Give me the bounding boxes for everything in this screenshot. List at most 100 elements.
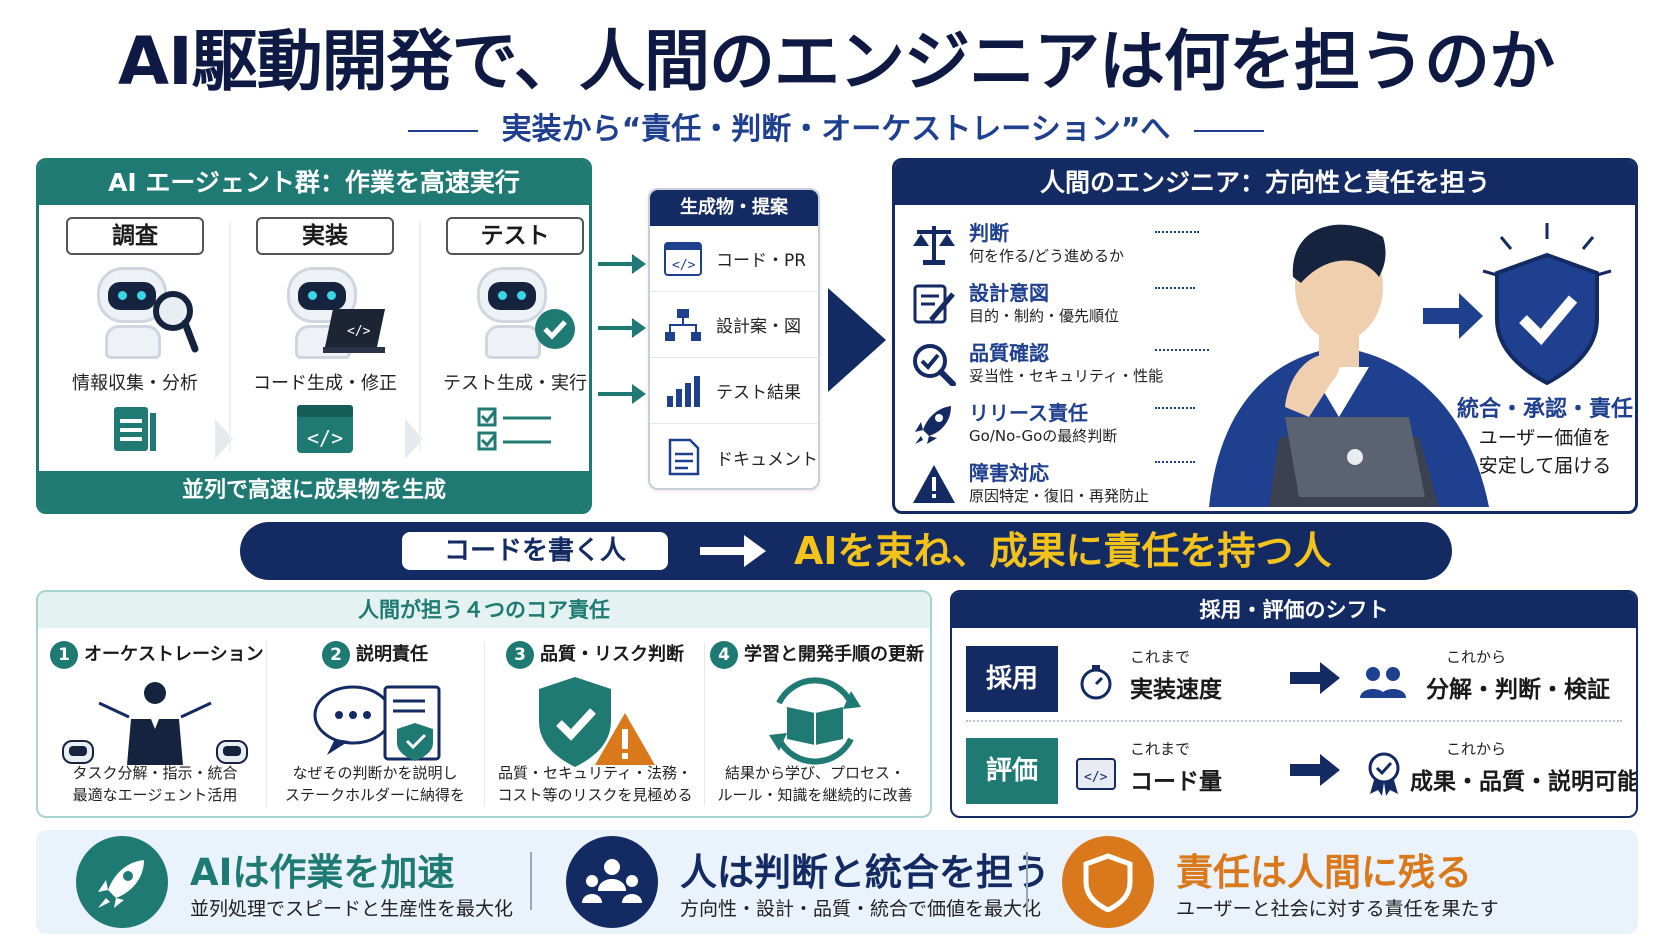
core-title: 説明責任 (356, 644, 428, 665)
core-title: 品質・リスク判断 (540, 644, 684, 665)
core-item-risk: 3 品質・リスク判断 品質・セキュリティ・法務・コスト等のリスクを見極める (490, 634, 700, 814)
people-icon (566, 836, 658, 928)
core-desc-line2: 最適なエージェント活用 (72, 786, 238, 804)
summary-sub: 方向性・設計・品質・統合で価値を最大化 (680, 898, 1042, 920)
subtitle-rule-left (407, 129, 478, 132)
hiring-row: 採用 これまで 実装速度 これから 分解・判断・検証 (966, 640, 1622, 718)
core-desc-line2: ステークホルダーに納得を (284, 786, 465, 804)
diagram-icon (664, 306, 702, 344)
result-line2: 安定して届ける (1478, 455, 1612, 477)
code-file-icon: </> (297, 405, 353, 453)
resp-judgment: 判断 何を作る/どう進めるか (911, 217, 1171, 273)
summary-sub: ユーザーと社会に対する責任を果たす (1176, 898, 1499, 920)
core-desc-line1: 結果から学び、プロセス・ (724, 764, 905, 782)
column-divider (229, 221, 231, 451)
core-header: 人間が担う４つのコア責任 (38, 592, 930, 628)
resp-title: 品質確認 (969, 341, 1049, 365)
outputs-header: 生成物・提案 (650, 190, 818, 226)
ai-step-caption: テスト生成・実行 (443, 373, 587, 394)
shield-icon (1062, 836, 1154, 928)
core-desc-line2: ルール・知識を継続的に改善 (717, 786, 913, 804)
hiring-header: 採用・評価のシフト (952, 592, 1636, 628)
page-subtitle: 実装から“責任・判断・オーケストレーション”へ (0, 104, 1672, 148)
human-panel-header: 人間のエンジニア：方向性と責任を担う (895, 161, 1635, 205)
output-label: ドキュメント (716, 449, 818, 470)
bar-chart-icon (664, 372, 702, 410)
ai-step-tag: テスト (446, 217, 584, 255)
shift-arrow (700, 535, 766, 567)
svg-text:</>: </> (672, 258, 696, 273)
column-divider (419, 221, 421, 451)
summary-title: 人は判断と統合を担う (680, 851, 1050, 894)
before-caption: これまで (1130, 740, 1191, 758)
human-engineer-panel: 人間のエンジニア：方向性と責任を担う 判断 何を作る/どう進めるか 設計意図 目… (892, 158, 1638, 514)
role-shift-banner: コードを書く人 AIを束ね、成果に責任を持つ人 (240, 522, 1452, 580)
result-line1: ユーザー価値を (1478, 427, 1612, 449)
ai-panel-header: AI エージェント群：作業を高速実行 (39, 161, 589, 205)
code-window-icon: </> (664, 240, 702, 278)
arrow-to-outputs (598, 254, 646, 274)
after-value: 分解・判断・検証 (1426, 677, 1610, 703)
shift-to: AIを束ね、成果に責任を持つ人 (794, 529, 1332, 573)
row-label: 採用 (966, 646, 1058, 712)
connector-dots (1155, 231, 1199, 233)
core-title: オーケストレーション (84, 644, 264, 665)
flow-chevron (405, 419, 423, 459)
robot-icon: </> (265, 263, 385, 363)
warning-icon (911, 461, 957, 507)
search-check-icon (911, 341, 957, 387)
rocket-icon (76, 836, 168, 928)
core-desc-line1: 品質・セキュリティ・法務・ (497, 764, 693, 782)
summary-title: AIは作業を加速 (190, 851, 455, 894)
before-value: 実装速度 (1130, 677, 1222, 703)
engineer-illustration (1209, 224, 1489, 507)
ai-step-test: テスト テスト生成・実行 (425, 217, 589, 467)
rocket-icon (911, 401, 957, 447)
summary-bar: AIは作業を加速 並列処理でスピードと生産性を最大化 人は判断と統合を担う 方向… (36, 830, 1638, 934)
output-item: テスト結果 (650, 358, 818, 424)
resp-title: 判断 (969, 221, 1009, 245)
after-caption: これから (1446, 740, 1507, 758)
resp-release: リリース責任 Go/No-Goの最終判断 (911, 397, 1171, 453)
laptop-icon: </> (323, 309, 385, 353)
connector-dots (1155, 349, 1209, 351)
ai-step-implement: 実装 </> コード生成・修正 </> (235, 217, 415, 467)
code-window-icon: </> (1076, 758, 1116, 790)
arrow-to-outputs (598, 384, 646, 404)
ai-step-caption: コード生成・修正 (253, 373, 397, 394)
output-label: 設計案・図 (716, 317, 801, 337)
document-icon (114, 407, 156, 451)
core-desc-line2: コスト等のリスクを見極める (497, 786, 693, 804)
core-number: 3 (506, 641, 534, 669)
ai-agents-panel: AI エージェント群：作業を高速実行 調査 情報収集・分析 実装 </> (36, 158, 592, 514)
arrow-to-shield (1423, 293, 1483, 339)
resp-design-intent: 設計意図 目的・制約・優先順位 (911, 277, 1171, 333)
outputs-panel: 生成物・提案 </> コード・PR 設計案・図 テスト結果 ドキュメント (648, 188, 820, 490)
resp-title: 障害対応 (969, 461, 1049, 485)
connector-dots (1155, 287, 1195, 289)
hiring-evaluation-panel: 採用・評価のシフト 採用 これまで 実装速度 これから 分解・判断・検証 評価 … (950, 590, 1638, 818)
resp-sub: 何を作る/どう進めるか (969, 247, 1125, 265)
after-caption: これから (1446, 648, 1507, 666)
row-label: 評価 (966, 738, 1058, 804)
shield-check-icon (1482, 223, 1612, 386)
arrow-to-outputs (598, 318, 646, 338)
subtitle-text: 実装から“責任・判断・オーケストレーション”へ (501, 112, 1171, 147)
before-value: コード量 (1130, 769, 1222, 795)
summary-divider (1026, 852, 1028, 910)
core-desc-line1: なぜその判断かを説明し (292, 764, 458, 782)
shield-warning-icon (490, 673, 700, 769)
output-label: テスト結果 (716, 383, 801, 403)
summary-ai: AIは作業を加速 並列処理でスピードと生産性を最大化 (76, 836, 516, 928)
core-desc-line1: タスク分解・指示・統合 (72, 764, 238, 782)
summary-divider (530, 852, 532, 910)
after-value: 成果・品質・説明可能性 (1410, 769, 1638, 795)
cycle-book-icon (710, 673, 920, 769)
ai-step-caption: 情報収集・分析 (72, 373, 198, 394)
connector-dots (1155, 461, 1195, 463)
page-title: AI駆動開発で、人間のエンジニアは何を担うのか (118, 23, 1555, 100)
